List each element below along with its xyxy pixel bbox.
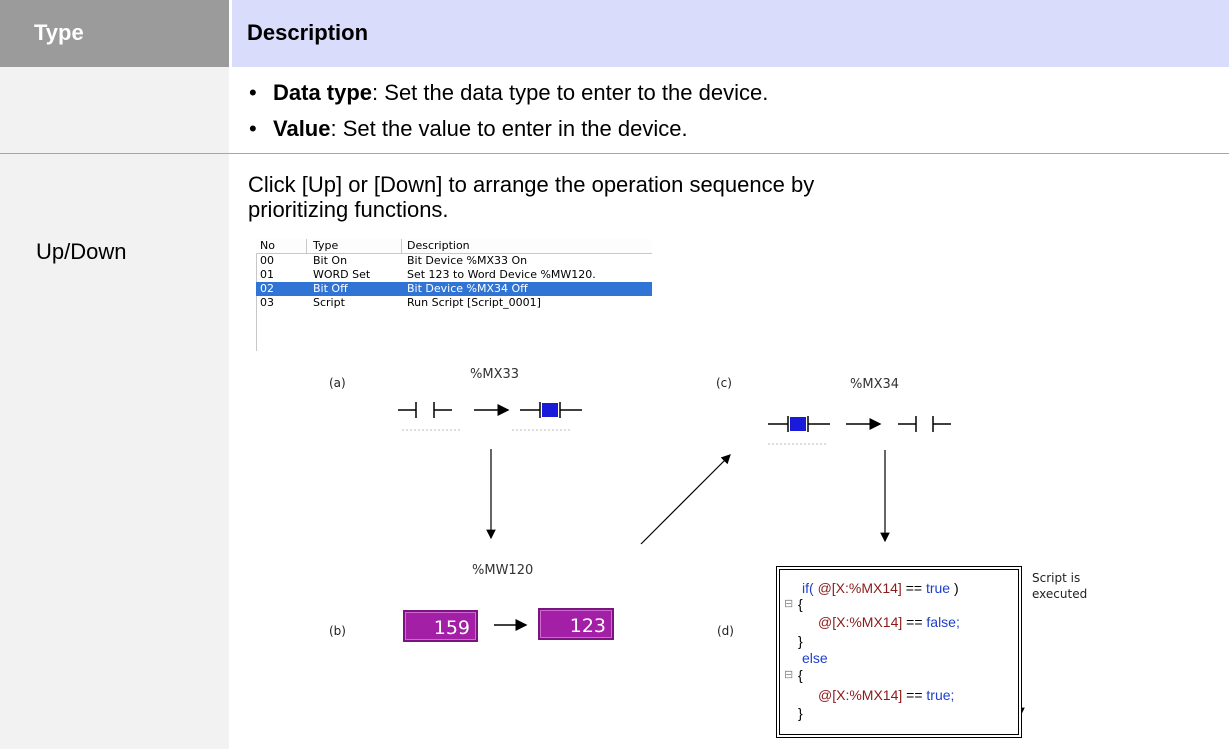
header-description-label: Description: [247, 20, 369, 45]
word-value-after: 123: [538, 608, 614, 640]
table-row[interactable]: 03 Script Run Script [Script_0001]: [256, 296, 652, 310]
row-no: 01: [260, 268, 274, 281]
script-note-line1: Script is: [1032, 571, 1081, 585]
bullet-data-type: •Data type: Set the data type to enter t…: [249, 80, 769, 105]
column-description: Description: [407, 239, 470, 252]
contact-on-icon: [512, 402, 582, 431]
row-no: 00: [260, 254, 274, 267]
contact-off-icon: [898, 416, 951, 432]
word-value-before: 159: [403, 610, 478, 642]
sequence-table: No Type Description 00 Bit On Bit Device…: [256, 237, 654, 359]
bullet-value: •Value: Set the value to enter in the de…: [249, 116, 688, 141]
code-brace-close: }: [798, 705, 803, 721]
arrow-diagonal-icon: [640, 454, 731, 545]
contact-on-icon: [768, 416, 830, 445]
header-description-cell: Description: [232, 0, 1229, 67]
table-row[interactable]: 00 Bit On Bit Device %MX33 On: [256, 254, 652, 268]
code-line-if: if( @[X:%MX14] == true ): [802, 580, 959, 596]
row-type: Bit On: [313, 254, 348, 267]
row-description: Bit Device %MX34 Off: [407, 282, 528, 295]
collapse-icon[interactable]: ⊟: [784, 669, 794, 681]
row-no: 02: [260, 282, 274, 295]
label-a: (a): [329, 376, 346, 390]
type-column: Up/Down: [0, 67, 229, 749]
row-description: Run Script [Script_0001]: [407, 296, 541, 309]
header-type-label: Type: [34, 20, 84, 45]
row-no: 03: [260, 296, 274, 309]
script-note-line2: executed: [1032, 587, 1088, 601]
code-brace-close: }: [798, 633, 803, 649]
device-c: %MX34: [850, 377, 900, 392]
collapse-icon[interactable]: ⊟: [784, 598, 794, 610]
column-type: Type: [313, 239, 339, 252]
column-no: No: [260, 239, 275, 252]
row-type: Script: [313, 296, 345, 309]
table-row-selected[interactable]: 02 Bit Off Bit Device %MX34 Off: [256, 282, 652, 296]
row-separator: [0, 153, 1229, 154]
header-type-cell: Type: [0, 0, 229, 67]
code-line-assign-true: @[X:%MX14] == true;: [818, 687, 955, 703]
code-line-else: else: [802, 650, 828, 666]
row-description: Bit Device %MX33 On: [407, 254, 528, 267]
code-line-assign-false: @[X:%MX14] == false;: [818, 614, 960, 630]
device-b: %MW120: [472, 563, 534, 578]
row-type-up-down: Up/Down: [36, 239, 127, 264]
contact-off-icon: [398, 402, 462, 431]
code-brace-open: {: [798, 667, 803, 683]
up-down-description: Click [Up] or [Down] to arrange the oper…: [248, 172, 815, 222]
row-type: WORD Set: [313, 268, 371, 281]
row-type: Bit Off: [313, 282, 348, 295]
label-b: (b): [329, 624, 346, 638]
sequence-table-header: No Type Description: [256, 239, 652, 254]
row-description: Set 123 to Word Device %MW120.: [407, 268, 596, 281]
script-code-box: if( @[X:%MX14] == true ) ⊟ { @[X:%MX14] …: [776, 566, 1022, 738]
label-c: (c): [716, 376, 732, 390]
device-a: %MX33: [470, 367, 520, 382]
code-brace-open: {: [798, 596, 803, 612]
table-row[interactable]: 01 WORD Set Set 123 to Word Device %MW12…: [256, 268, 652, 282]
label-d: (d): [717, 624, 734, 638]
